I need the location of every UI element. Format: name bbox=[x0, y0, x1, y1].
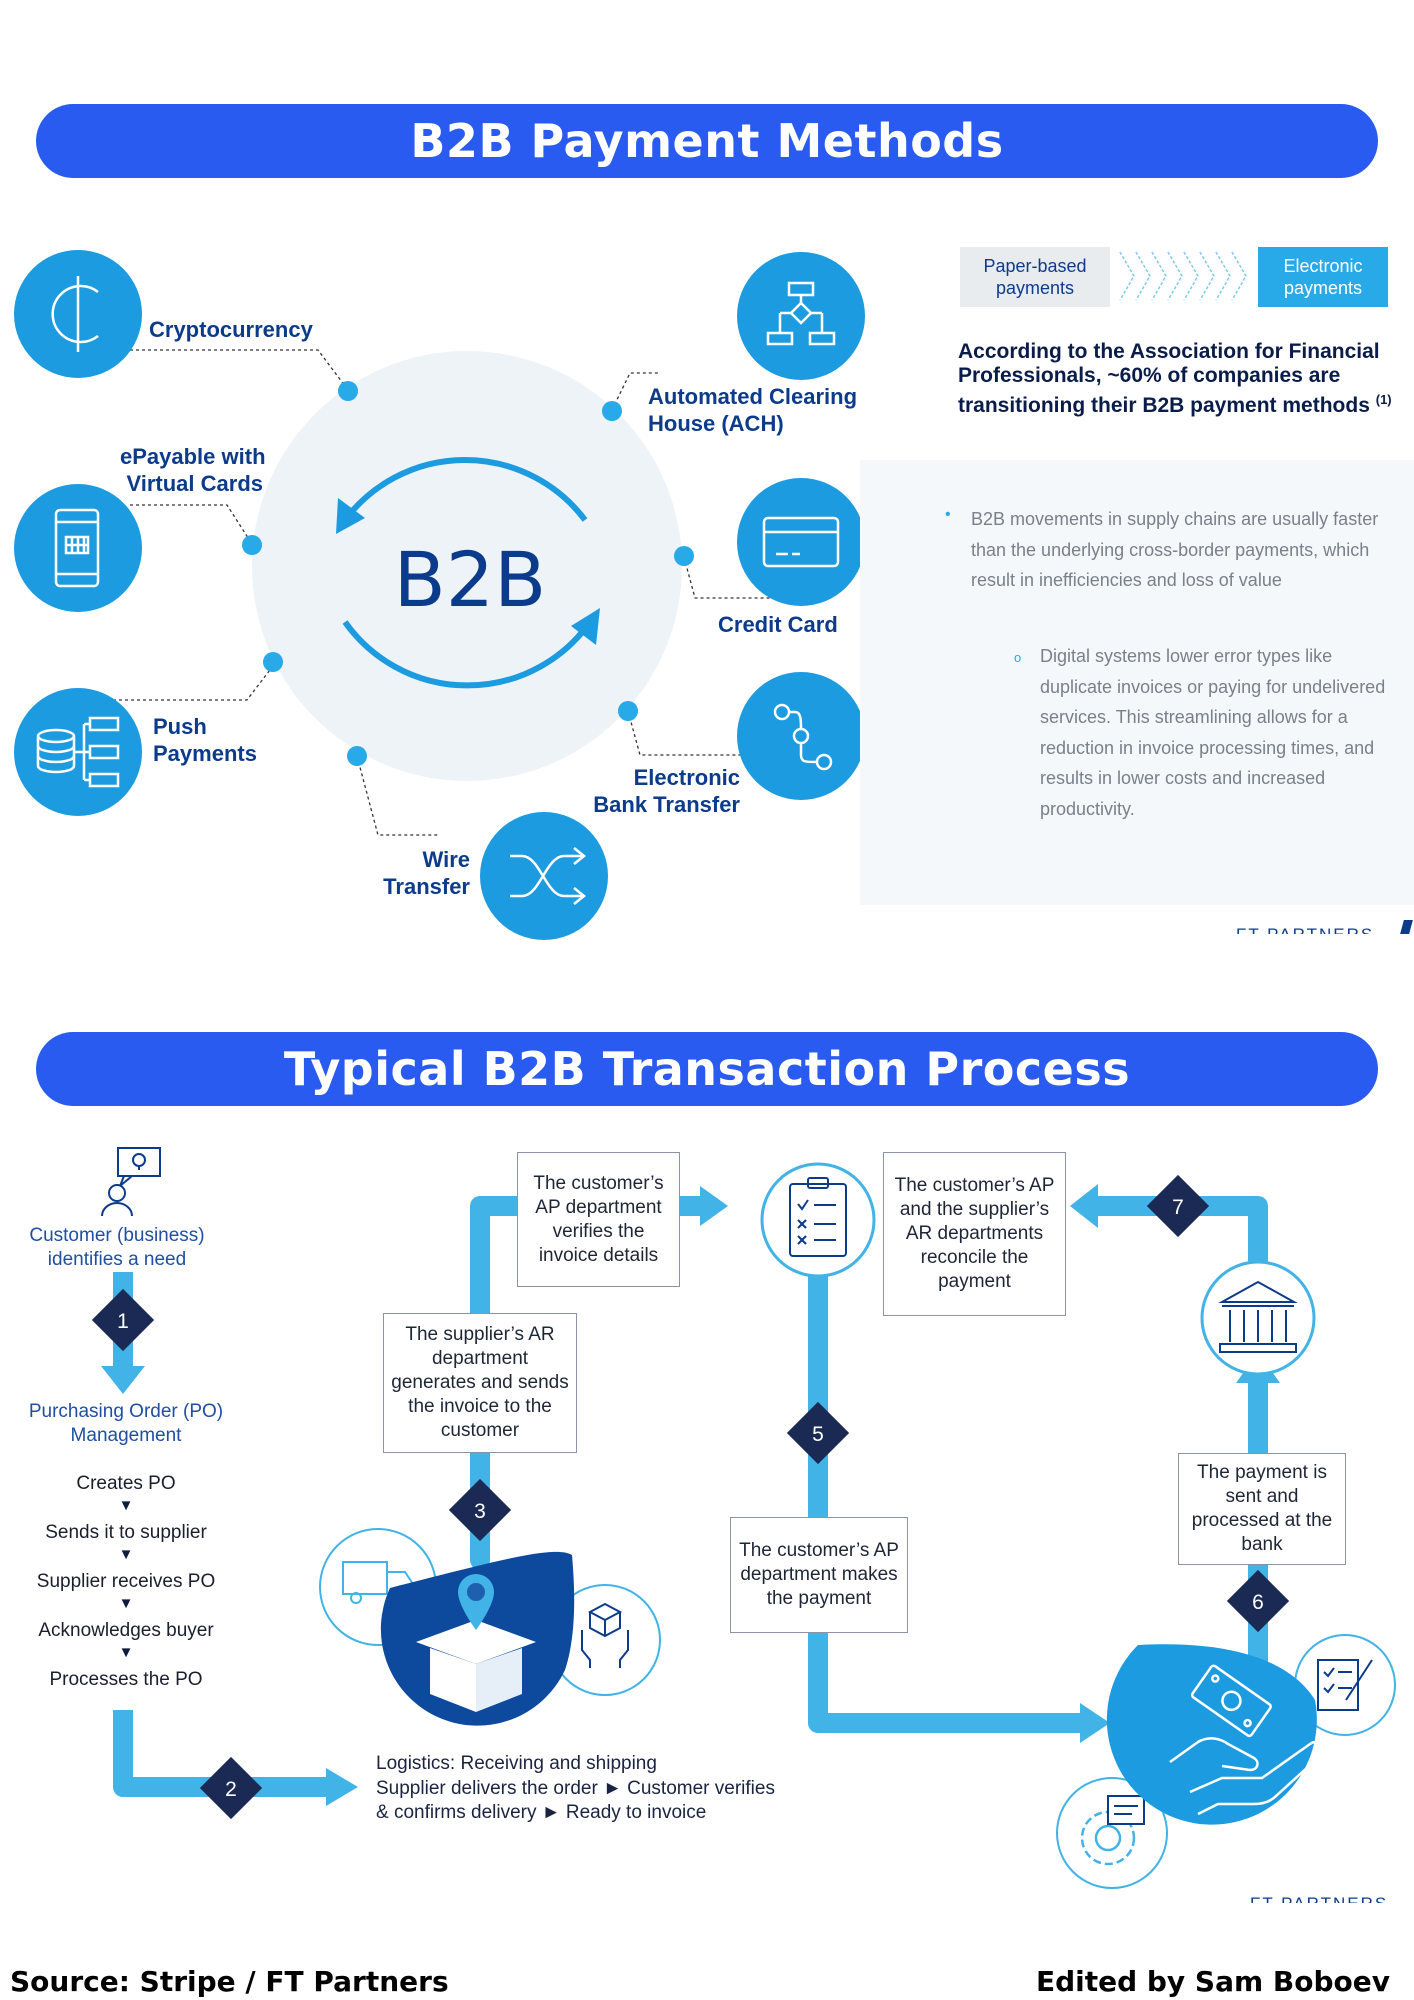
supplier-ar-box: The supplier’s AR department generates a… bbox=[383, 1313, 577, 1453]
afp-statement: According to the Association for Financi… bbox=[958, 340, 1392, 417]
makes-payment-box: The customer’s AP department makes the p… bbox=[730, 1517, 908, 1633]
logistics-text: Logistics: Receiving and shipping Suppli… bbox=[376, 1753, 775, 1823]
credit-card-icon bbox=[762, 516, 840, 568]
section2-banner: Typical B2B Transaction Process bbox=[36, 1032, 1378, 1106]
label-ach: Automated Clearing House (ACH) bbox=[648, 384, 858, 436]
customer-need-text: Customer (business) identifies a need bbox=[29, 1225, 205, 1270]
section2-title: Typical B2B Transaction Process bbox=[283, 1042, 1131, 1096]
po-arrow-4: ▼ bbox=[118, 1644, 134, 1661]
reconcile-box: The customer’s AP and the supplier’s AR … bbox=[883, 1152, 1066, 1316]
checklist-icon bbox=[789, 1177, 847, 1257]
step-number-2: 2 bbox=[225, 1778, 237, 1801]
map-pin-box-icon bbox=[416, 1574, 536, 1712]
connector-ach bbox=[611, 372, 660, 411]
connector-wire bbox=[356, 755, 438, 836]
bullet-dot: • bbox=[945, 506, 951, 523]
gear-icon bbox=[1080, 1795, 1145, 1866]
po-management-title: Purchasing Order (PO) Management bbox=[28, 1401, 224, 1446]
cycle-arrow-top bbox=[342, 457, 588, 522]
cryptocurrency-icon bbox=[51, 276, 99, 352]
label-push-payments: Push Payments bbox=[153, 714, 257, 766]
step-number-7: 7 bbox=[1172, 1196, 1184, 1219]
cycle-arrowhead-top bbox=[336, 498, 365, 534]
center-b2b-label: B2B bbox=[393, 535, 547, 624]
connector-ebt bbox=[627, 710, 770, 756]
payment-blue-blob bbox=[1106, 1644, 1317, 1825]
credit-circle bbox=[737, 478, 865, 606]
signed-form-icon bbox=[1317, 1659, 1373, 1711]
dot-epayable bbox=[242, 535, 262, 555]
center-circle bbox=[252, 351, 682, 781]
cycle-arrow-bottom bbox=[342, 620, 593, 689]
po-step-2: Sends it to supplier bbox=[45, 1522, 207, 1543]
connector-crypto bbox=[130, 349, 349, 391]
connector-push bbox=[113, 661, 277, 701]
brand-mark-1: FT PARTNERS bbox=[1236, 925, 1374, 934]
dot-credit bbox=[674, 546, 694, 566]
checklist-circle bbox=[760, 1162, 876, 1278]
po-arrow-1: ▼ bbox=[118, 1497, 134, 1514]
label-credit-card: Credit Card bbox=[718, 612, 838, 637]
po-arrow-3: ▼ bbox=[118, 1595, 134, 1612]
label-wire-transfer: Wire Transfer bbox=[383, 847, 470, 899]
po-step-4: Acknowledges buyer bbox=[38, 1620, 214, 1641]
package-hands-icon bbox=[581, 1602, 629, 1668]
po-step-1: Creates PO bbox=[76, 1473, 176, 1494]
cycle-arrowhead-bottom bbox=[571, 608, 600, 645]
flowchart-icon bbox=[766, 281, 836, 346]
info-panel bbox=[860, 460, 1414, 905]
mobile-cart-icon bbox=[54, 508, 100, 588]
dot-push bbox=[263, 652, 283, 672]
section1-banner: B2B Payment Methods bbox=[36, 104, 1378, 178]
bullet-text-1: B2B movements in supply chains are usual… bbox=[971, 509, 1379, 590]
transition-chevrons bbox=[1119, 251, 1247, 301]
ach-circle bbox=[737, 252, 865, 380]
bank-processed-box: The payment is sent and processed at the… bbox=[1178, 1453, 1346, 1565]
database-push-icon bbox=[36, 716, 120, 788]
afp-footnote: (1) bbox=[1375, 392, 1392, 407]
po-step-5: Processes the PO bbox=[49, 1669, 203, 1690]
dot-ach bbox=[602, 401, 622, 421]
arrow-step5 bbox=[808, 1250, 1085, 1733]
step-number-1: 1 bbox=[117, 1310, 129, 1333]
sub-bullet-circle: o bbox=[1014, 650, 1022, 665]
bullet-text-2: Digital systems lower error types like d… bbox=[1040, 646, 1386, 819]
shuffle-icon bbox=[510, 847, 587, 905]
label-electronic-bank-transfer: Electronic Bank Transfer bbox=[593, 765, 740, 817]
dot-wire bbox=[347, 746, 367, 766]
brand-mark-2: FT PARTNERS bbox=[1250, 1894, 1388, 1903]
step-number-5: 5 bbox=[812, 1423, 824, 1446]
bank-transfer-icon bbox=[773, 703, 833, 771]
step-number-3: 3 bbox=[474, 1500, 486, 1523]
source-credit: Source: Stripe / FT Partners bbox=[10, 1965, 449, 1998]
po-arrow-2: ▼ bbox=[118, 1546, 134, 1563]
step-number-6: 6 bbox=[1252, 1591, 1264, 1614]
connector-epayable bbox=[130, 504, 253, 545]
label-cryptocurrency: Cryptocurrency bbox=[149, 317, 313, 342]
po-step-3: Supplier receives PO bbox=[36, 1571, 216, 1592]
person-idea-icon bbox=[101, 1147, 161, 1217]
dot-ebt bbox=[618, 701, 638, 721]
section1-title: B2B Payment Methods bbox=[410, 114, 1004, 168]
bank-icon bbox=[1218, 1280, 1298, 1353]
cash-hand-icon bbox=[1169, 1664, 1325, 1816]
label-epayable: ePayable with Virtual Cards bbox=[120, 444, 266, 496]
dot-crypto bbox=[338, 381, 358, 401]
step-diamond-5 bbox=[786, 1401, 850, 1465]
connector-credit bbox=[683, 556, 770, 599]
editor-credit: Edited by Sam Boboev bbox=[1035, 1965, 1390, 1998]
ebt-circle bbox=[737, 672, 865, 800]
customer-ap-verify-box: The customer’s AP department verifies th… bbox=[517, 1152, 680, 1287]
